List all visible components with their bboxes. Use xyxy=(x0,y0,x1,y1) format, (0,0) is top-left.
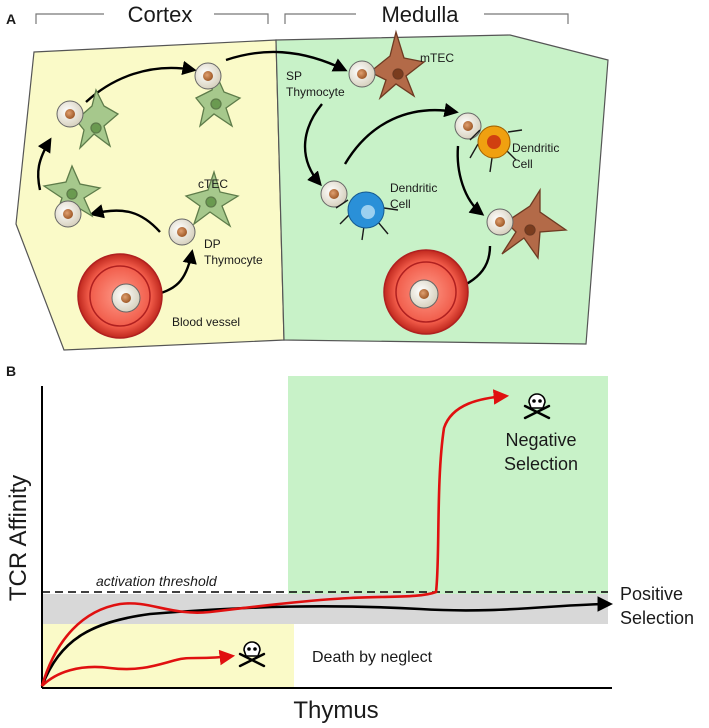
cortex-bracket xyxy=(35,13,269,24)
mtec-cell-1 xyxy=(368,29,426,101)
mtec-label: mTEC xyxy=(420,51,454,65)
blood-vessel-label: Blood vessel xyxy=(172,315,240,329)
axes xyxy=(41,386,612,689)
cortex-title: Cortex xyxy=(128,2,193,27)
sp-thymocyte-4 xyxy=(486,208,514,236)
dp-thymocyte-3 xyxy=(56,100,84,128)
negative-selection-label-line1: Negative xyxy=(505,430,576,450)
positive-selection-label-line2: Selection xyxy=(620,608,694,628)
dp-thymocyte-1 xyxy=(168,218,196,246)
sp-thymocyte-2 xyxy=(320,180,348,208)
dendritic-cell-1-label-line2: Cell xyxy=(390,197,411,211)
sp-thymocyte-label-line2: Thymocyte xyxy=(286,85,345,99)
dendritic-cell-2-label-line1: Dendritic xyxy=(512,141,559,155)
dendritic-cell-blue xyxy=(335,191,399,241)
ctec-label: cTEC xyxy=(198,177,228,191)
y-axis-label: TCR Affinity xyxy=(5,475,32,601)
negative-selection-curve xyxy=(40,389,510,687)
negative-selection-label-line2: Selection xyxy=(504,454,578,474)
activation-threshold-label: activation threshold xyxy=(96,573,218,589)
dendritic-cell-1-label-line1: Dendritic xyxy=(390,181,437,195)
skull-crossbones-icon xyxy=(523,393,551,420)
medulla-zone xyxy=(288,376,608,594)
dendritic-cell-2-label-line2: Cell xyxy=(512,157,533,171)
dp-thymocyte-label-line2: Thymocyte xyxy=(204,253,263,267)
dp-thymocyte-2 xyxy=(54,200,82,228)
medulla-bracket xyxy=(284,13,569,24)
x-axis-label: Thymus xyxy=(293,697,378,724)
blood-vessel-medulla xyxy=(383,249,469,335)
ctec-cell-3 xyxy=(75,88,120,151)
dp-thymocyte-label-line1: DP xyxy=(204,237,221,251)
death-by-neglect-label: Death by neglect xyxy=(312,649,433,666)
panel-a: A Cortex Medulla xyxy=(6,2,609,351)
skull-crossbones-icon xyxy=(238,641,266,668)
panel-a-letter: A xyxy=(6,11,16,27)
medulla-region xyxy=(275,34,609,345)
panel-b-letter: B xyxy=(6,363,16,379)
medulla-title: Medulla xyxy=(381,2,459,27)
dp-thymocyte-4 xyxy=(194,62,222,90)
death-by-neglect-curve xyxy=(41,649,236,687)
sp-thymocyte-3 xyxy=(454,112,482,140)
sp-thymocyte-label-line1: SP xyxy=(286,69,302,83)
ctec-cell-1 xyxy=(184,169,240,228)
panel-b: B activation threshold TCR Affinity Thym… xyxy=(5,363,694,724)
mtec-cell-2 xyxy=(501,187,568,260)
blood-vessel-cortex xyxy=(77,253,163,339)
sp-thymocyte-1 xyxy=(348,60,376,88)
positive-selection-curve xyxy=(40,596,614,687)
dendritic-cell-orange xyxy=(469,125,523,173)
positive-selection-label-line1: Positive xyxy=(620,584,683,604)
